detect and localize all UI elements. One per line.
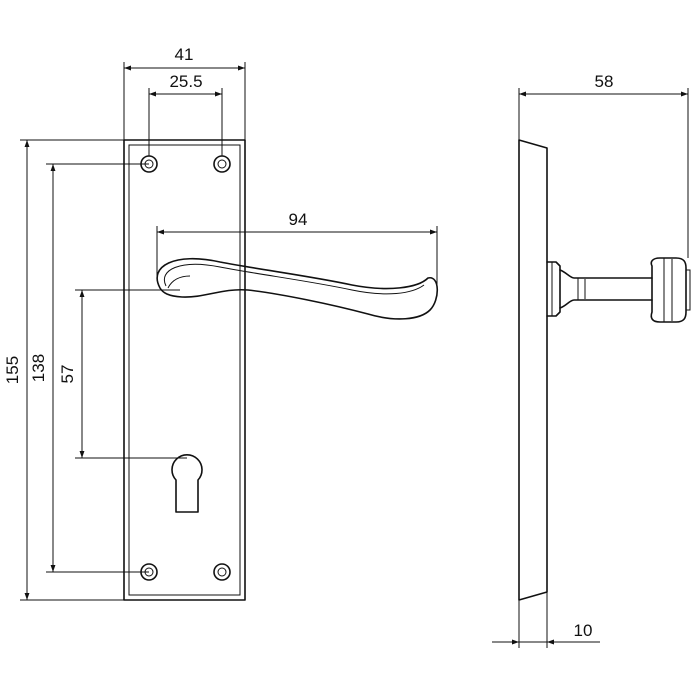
dim-plate-height: 155 [3, 356, 22, 384]
dim-hole-spacing-h: 25.5 [169, 72, 202, 91]
screw-hole [213, 155, 231, 173]
dim-hole-spacing-v: 138 [29, 354, 48, 382]
dim-plate-thickness: 10 [574, 621, 593, 640]
lever-handle [156, 258, 439, 320]
dim-handle-length: 94 [289, 210, 308, 229]
dim-plate-width: 41 [175, 45, 194, 64]
backplate-inner [128, 144, 241, 596]
side-backplate [518, 139, 548, 601]
screw-hole [213, 563, 231, 581]
dimension-lines: 41 25.5 94 58 155 138 57 [3, 45, 689, 648]
keyhole [171, 454, 203, 513]
dim-projection: 58 [595, 72, 614, 91]
backplate-outer [123, 139, 246, 601]
side-lever-end [650, 257, 687, 323]
side-view [518, 139, 691, 601]
dim-handle-keyhole: 57 [58, 365, 77, 384]
side-rose [546, 261, 561, 317]
front-view [123, 139, 439, 601]
side-neck [559, 269, 653, 309]
